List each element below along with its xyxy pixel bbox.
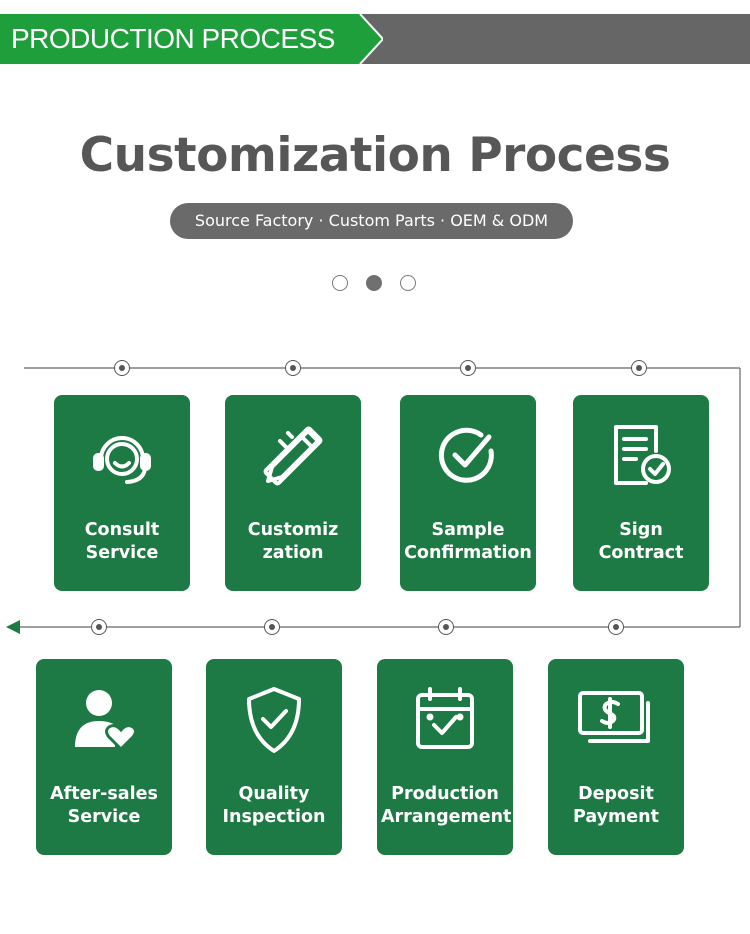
step-card-sign-contract[interactable]: Sign Contract	[573, 395, 709, 591]
step-label: Sample Confirmation	[404, 520, 532, 563]
flow-node	[608, 619, 624, 635]
banner-green-arrow	[0, 14, 383, 64]
user-heart-icon	[36, 685, 172, 755]
carousel-dot-1[interactable]	[332, 275, 348, 291]
banner-title: PRODUCTION PROCESS	[11, 23, 335, 54]
step-card-sample-confirmation[interactable]: Sample Confirmation	[400, 395, 536, 591]
flow-node	[631, 360, 647, 376]
carousel-dot-2[interactable]	[366, 275, 382, 291]
carousel-dot-3[interactable]	[400, 275, 416, 291]
step-card-after-sales-service[interactable]: After-sales Service	[36, 659, 172, 855]
flow-node	[264, 619, 280, 635]
step-label: Quality Inspection	[222, 784, 326, 827]
flow-node	[91, 619, 107, 635]
step-label: Production Arrangement	[381, 784, 512, 827]
flow-arrow-head	[6, 620, 20, 634]
step-label: Sign Contract	[598, 520, 684, 563]
flow-node	[285, 360, 301, 376]
step-card-production-arrangement[interactable]: Production Arrangement	[377, 659, 513, 855]
flow-node	[460, 360, 476, 376]
money-icon	[548, 685, 684, 755]
calendar-check-icon	[377, 685, 513, 755]
headset-icon	[54, 421, 190, 491]
check-circle-icon	[400, 421, 536, 491]
step-label: Consult Service	[84, 520, 160, 563]
flow-node	[438, 619, 454, 635]
step-card-quality-inspection[interactable]: Quality Inspection	[206, 659, 342, 855]
step-card-customization[interactable]: Customiz zation	[225, 395, 361, 591]
step-card-consult-service[interactable]: Consult Service	[54, 395, 190, 591]
step-label: Deposit Payment	[573, 784, 659, 827]
step-card-deposit-payment[interactable]: Deposit Payment	[548, 659, 684, 855]
flow-node	[114, 360, 130, 376]
step-label: Customiz zation	[247, 520, 339, 563]
contract-icon	[573, 421, 709, 491]
shield-check-icon	[206, 685, 342, 755]
carousel-dots	[330, 275, 420, 295]
step-label: After-sales Service	[50, 784, 158, 827]
header-banner: PRODUCTION PROCESS	[0, 14, 750, 64]
ruler-pencil-icon	[225, 421, 361, 491]
page-title: Customization Process	[79, 128, 671, 183]
subtitle-pill: Source Factory · Custom Parts · OEM & OD…	[170, 203, 573, 239]
